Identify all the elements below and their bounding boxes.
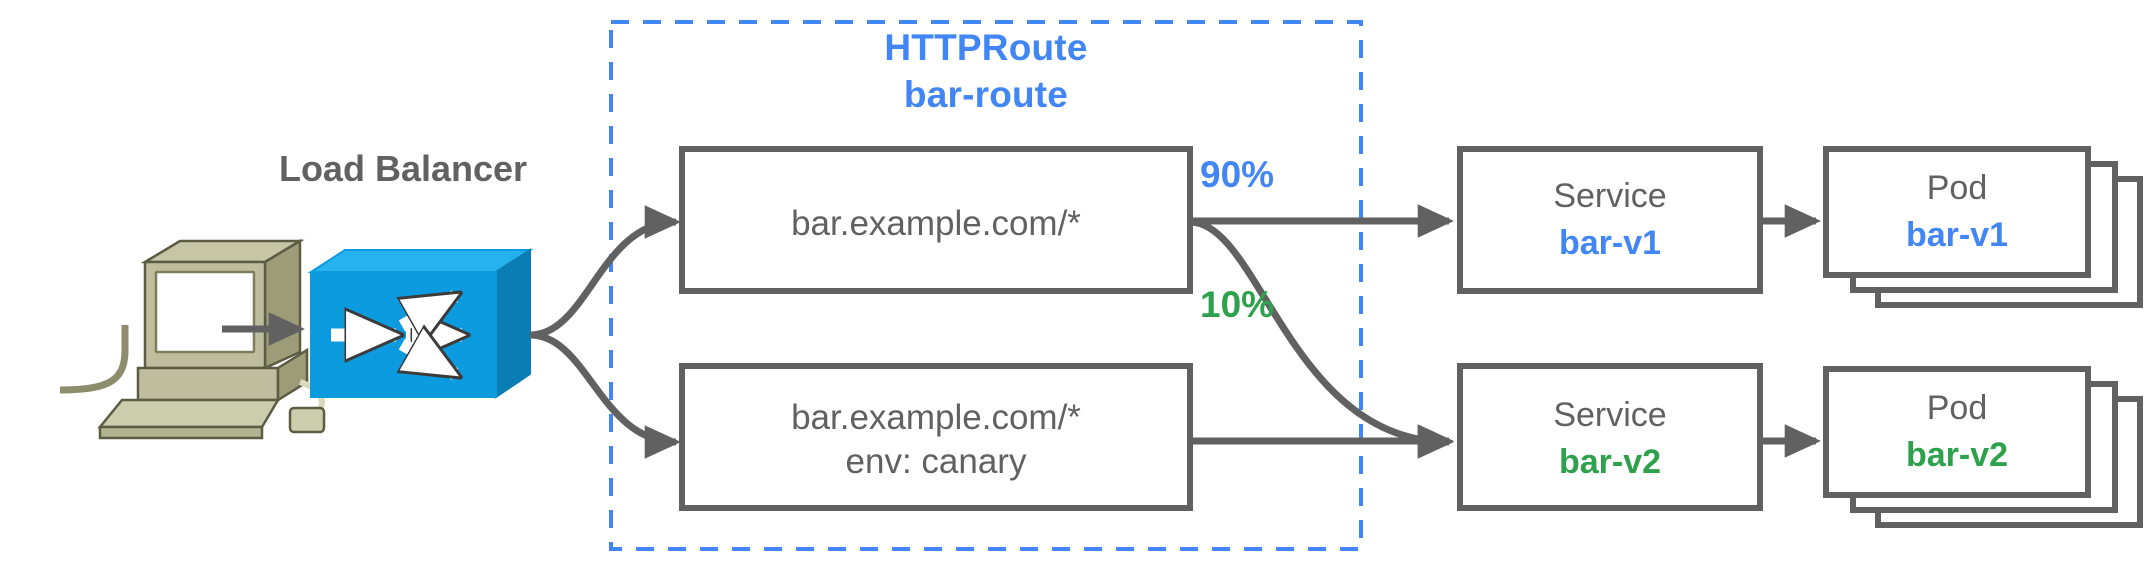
service-box-bar-v1[interactable] xyxy=(1457,146,1763,294)
rule-box-canary[interactable] xyxy=(679,363,1193,511)
edge-lb-to-rule-primary xyxy=(529,205,682,339)
service-box-bar-v2[interactable] xyxy=(1457,363,1763,511)
pod-replica-1 xyxy=(1823,146,2091,278)
rule-box-primary[interactable] xyxy=(679,146,1193,294)
pod-stack-bar-v2[interactable] xyxy=(1823,366,2143,528)
computer-icon xyxy=(59,238,326,440)
edge-lb-to-rule-canary xyxy=(529,331,682,459)
pod-stack-bar-v1[interactable] xyxy=(1823,146,2143,308)
edge-weight-10 xyxy=(1189,218,1455,459)
network-switch-icon xyxy=(307,248,534,399)
pod-replica-1 xyxy=(1823,366,2091,498)
